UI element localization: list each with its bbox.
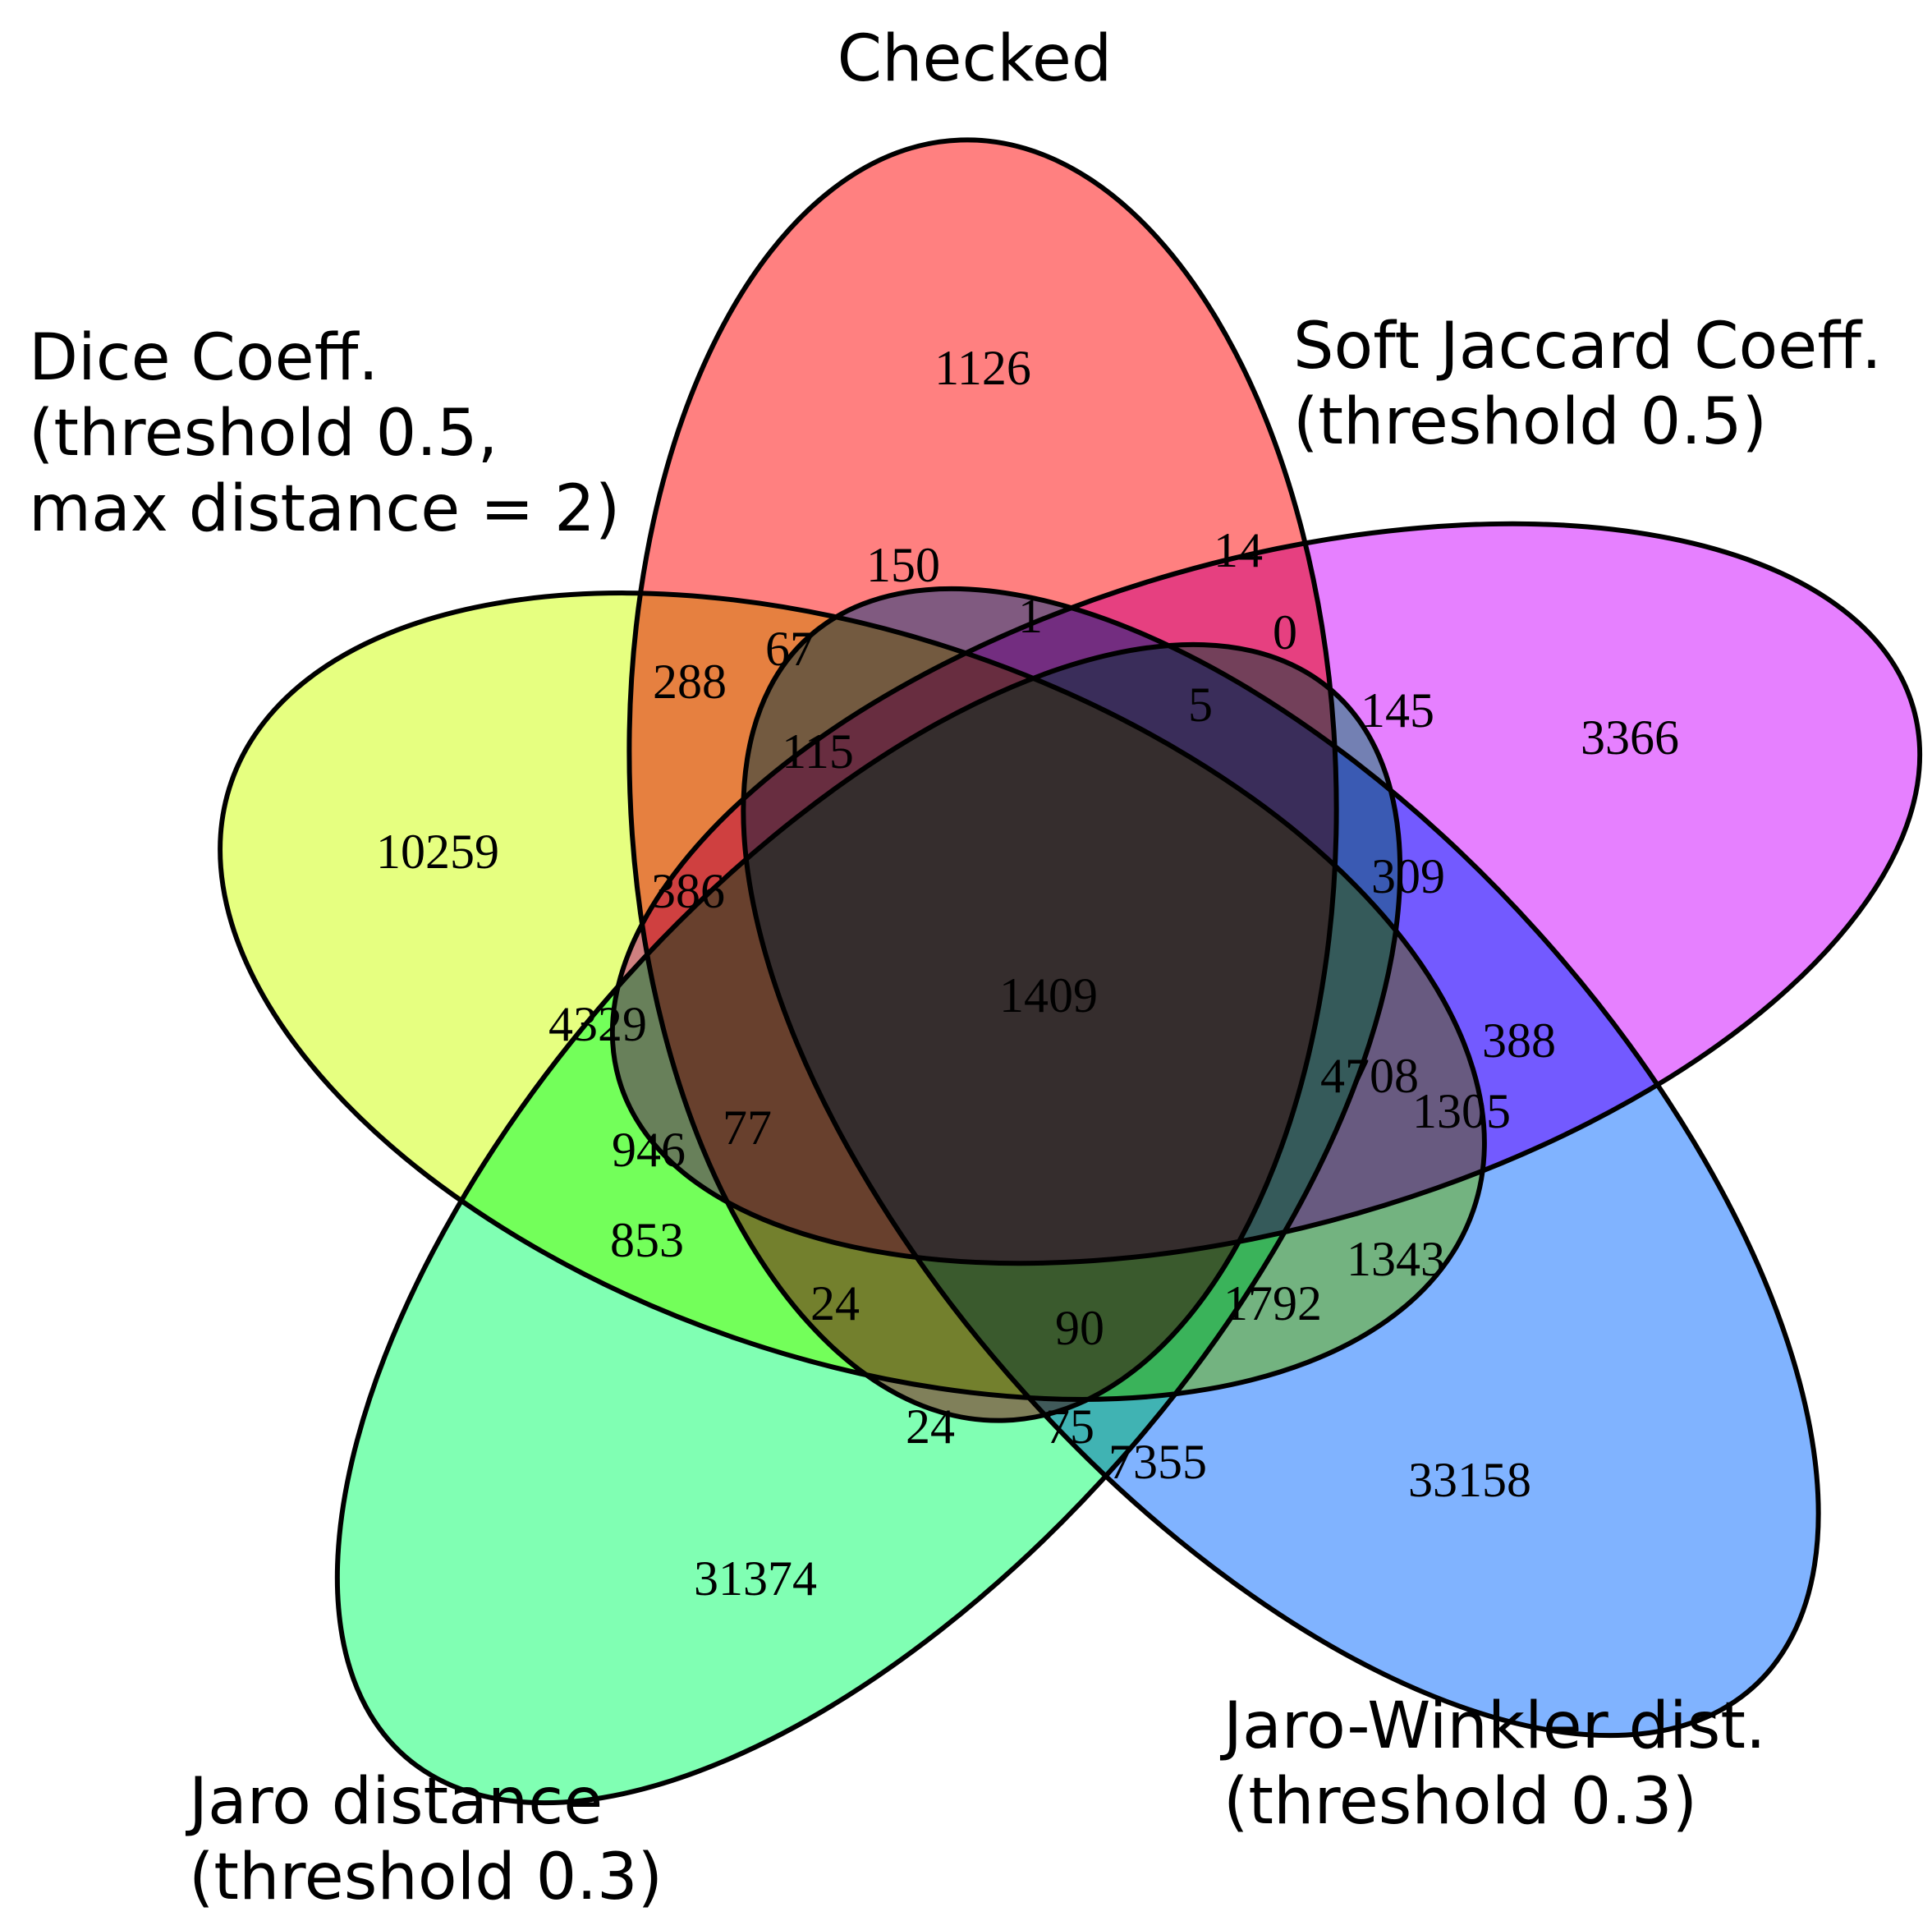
- count-region: 309: [1371, 849, 1445, 903]
- count-jaro-winkler-only: 33158: [1408, 1453, 1531, 1507]
- region-counts: 1126 3366 33158 31374 10259 150 14 1 0 6…: [376, 341, 1679, 1606]
- set-fills: [220, 140, 1921, 1804]
- count-dice-only: 10259: [376, 825, 499, 879]
- label-jaro-line: Jaro distance: [185, 1765, 603, 1839]
- count-checked-only: 1126: [934, 341, 1031, 395]
- count-soft-jaccard-only: 3366: [1581, 710, 1679, 765]
- label-jaro-winkler: Jaro-Winkler dist. (threshold 0.3): [1219, 1689, 1787, 1839]
- set-dice-outline: [218, 590, 1487, 1402]
- count-region: 90: [1055, 1301, 1104, 1355]
- count-region: 386: [651, 864, 725, 918]
- count-region: 388: [1482, 1013, 1556, 1068]
- set-soft-jaccard-outline: [609, 521, 1923, 1266]
- count-region: 1: [1018, 589, 1043, 643]
- count-region: 150: [866, 538, 940, 592]
- set-labels: Checked Soft Jaccard Coeff. (threshold 0…: [29, 22, 1902, 1914]
- count-region: 24: [906, 1399, 955, 1454]
- count-region: 1305: [1412, 1084, 1511, 1138]
- set-jaro-outline: [334, 641, 1403, 1806]
- set-outlines: [218, 137, 1923, 1806]
- count-region: 0: [1273, 605, 1297, 659]
- set-jaro-winkler-outline: [741, 586, 1821, 1739]
- label-checked: Checked: [838, 22, 1113, 96]
- count-region: 1343: [1347, 1232, 1445, 1286]
- count-jaro-only: 31374: [694, 1551, 817, 1606]
- count-region: 946: [612, 1123, 686, 1177]
- count-region: 4329: [548, 997, 647, 1051]
- label-jaro-winkler-line: Jaro-Winkler dist.: [1219, 1689, 1766, 1763]
- label-dice: Dice Coeff. (threshold 0.5, max distance…: [29, 321, 620, 546]
- count-region: 77: [723, 1101, 772, 1155]
- label-checked-line: Checked: [838, 22, 1113, 96]
- label-jaro: Jaro distance (threshold 0.3): [185, 1765, 663, 1914]
- label-soft-jaccard-line: (threshold 0.5): [1293, 385, 1767, 459]
- label-soft-jaccard: Soft Jaccard Coeff. (threshold 0.5): [1293, 310, 1902, 459]
- label-dice-line: Dice Coeff.: [29, 321, 379, 395]
- count-region: 24: [810, 1276, 860, 1330]
- label-jaro-line: (threshold 0.3): [189, 1840, 663, 1914]
- set-dice-fill: [220, 593, 1485, 1399]
- set-checked-outline: [626, 137, 1339, 1423]
- label-jaro-winkler-line: (threshold 0.3): [1223, 1765, 1697, 1839]
- count-region: 75: [1045, 1399, 1094, 1454]
- label-dice-line: (threshold 0.5,: [29, 397, 498, 471]
- count-region: 853: [610, 1213, 684, 1267]
- count-region: 288: [653, 655, 727, 709]
- count-region: 67: [765, 622, 815, 676]
- count-center: 1409: [999, 968, 1098, 1022]
- count-region: 4708: [1320, 1049, 1419, 1103]
- count-region: 115: [782, 724, 854, 779]
- count-region: 1792: [1223, 1276, 1322, 1330]
- count-region: 14: [1214, 523, 1263, 577]
- label-soft-jaccard-line: Soft Jaccard Coeff.: [1293, 310, 1882, 384]
- count-region: 5: [1188, 678, 1213, 732]
- label-dice-line: max distance = 2): [29, 472, 620, 546]
- count-region: 7355: [1108, 1435, 1207, 1489]
- count-region: 145: [1361, 683, 1434, 738]
